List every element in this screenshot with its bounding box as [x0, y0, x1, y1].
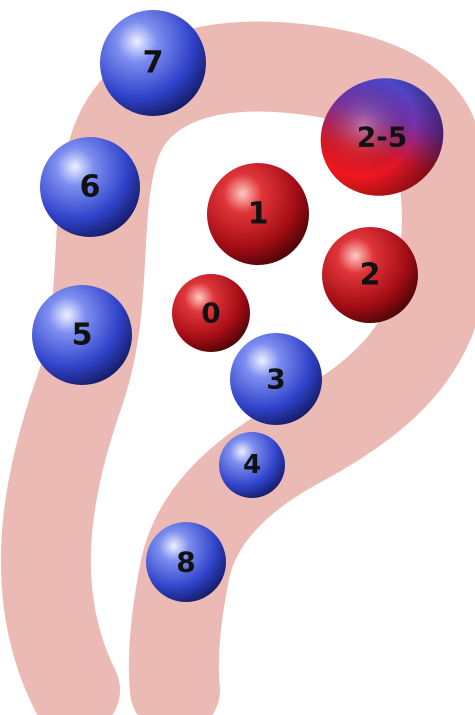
- ball-6: 6: [40, 137, 140, 237]
- svg-text:5: 5: [72, 318, 93, 353]
- ball-1: 1: [207, 163, 309, 265]
- ball-3: 3: [230, 333, 322, 425]
- svg-text:2-5: 2-5: [357, 121, 408, 154]
- svg-text:1: 1: [248, 197, 269, 232]
- ball-2: 2: [322, 227, 418, 323]
- svg-text:4: 4: [243, 450, 261, 480]
- svg-text:2: 2: [360, 258, 381, 293]
- svg-text:6: 6: [80, 170, 101, 205]
- ball-7: 7: [100, 10, 206, 116]
- svg-text:0: 0: [201, 297, 220, 330]
- svg-text:7: 7: [143, 46, 164, 81]
- svg-text:3: 3: [266, 363, 285, 396]
- ball-4: 4: [219, 432, 285, 498]
- ball-5: 5: [32, 285, 132, 385]
- ball-0: 0: [172, 274, 250, 352]
- svg-text:8: 8: [176, 546, 195, 579]
- ball-8: 8: [146, 522, 226, 602]
